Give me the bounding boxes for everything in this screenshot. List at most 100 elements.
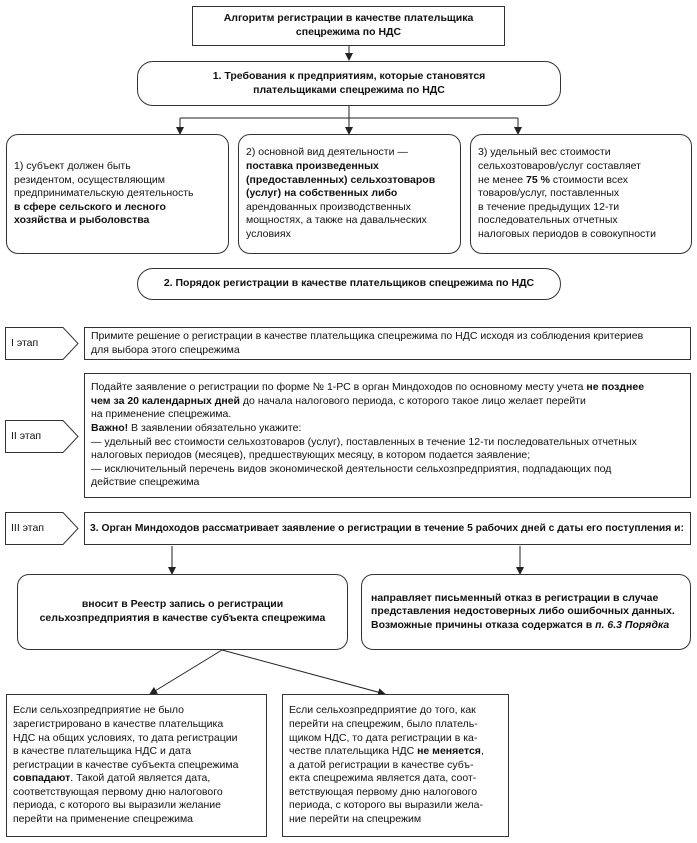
stage2-line1: Подайте заявление о регистрации по форме… — [91, 381, 684, 395]
stage3-text: 3. Орган Миндоходов рассматривает заявле… — [90, 522, 684, 534]
requirement-2: 2) основной вид деятельности — поставка … — [238, 134, 461, 254]
req2-line7: условиях — [246, 227, 291, 240]
stage2-line2: чем за 20 календарных дней до начала нал… — [91, 395, 684, 409]
stage-2-content: Подайте заявление о регистрации по форме… — [84, 373, 691, 498]
stage2-deadline-a: не позднее — [586, 381, 645, 394]
req3-line7: налоговых периодов в совокупности — [478, 227, 656, 240]
req3-line1: 3) удельный вес стоимости — [478, 146, 611, 159]
case-right-line9: ние перейти на спецрежим — [289, 813, 422, 826]
stage2-line8: действие спецрежима — [91, 476, 200, 489]
stage2-line4-b: В заявлении обязательно укажите: — [128, 421, 302, 434]
stage-3-label: III этап — [5, 512, 79, 545]
outcome-right-line3-a: Возможные причины отказа содержатся в — [371, 618, 596, 631]
case-left-line2: зарегистрировано в качестве плательщика — [13, 717, 224, 730]
case-left-line9: перейти на применение спецрежима — [13, 813, 194, 826]
stage2-line7: — исключительный перечень видов экономич… — [91, 462, 612, 475]
case-right-line4: честве плательщика НДС не меняется, — [289, 745, 502, 759]
req1-line1: 1) субъект должен быть — [14, 160, 131, 173]
stage2-line4: Важно! В заявлении обязательно укажите: — [91, 422, 684, 436]
stage2-line1-a: Подайте заявление о регистрации по форме… — [91, 381, 587, 394]
case-right-line2: перейти на спецрежим, было платель- — [289, 717, 478, 730]
case-left-line5: регистрации в качестве субъекта спецрежи… — [13, 758, 239, 771]
req1-line5: хозяйства и рыболовства — [14, 214, 150, 227]
stage2-deadline-b: чем за 20 календарных дней — [91, 394, 241, 407]
req2-line6: мощностях, а также на давальческих — [246, 214, 427, 227]
case-left-line6-b: . Такой датой является дата, — [70, 772, 211, 785]
case-left-line1: Если сельхозпредприятие не было — [13, 704, 185, 717]
requirement-1: 1) субъект должен быть резидентом, осуще… — [6, 134, 229, 254]
req2-line1: 2) основной вид деятельности — — [246, 146, 408, 159]
req3-line4: товаров/услуг, поставленных — [478, 187, 620, 200]
case-left-line6: совпадают. Такой датой является дата, — [13, 772, 260, 786]
stage2-line3: на применение спецрежима. — [91, 408, 232, 421]
req3-line3: не менее 75 % стоимости всех — [478, 174, 684, 188]
req1-line3: предпринимательскую деятельность — [14, 187, 194, 200]
stage-2-text: II этап — [11, 429, 42, 442]
case-right-unchanged: не меняется — [417, 745, 481, 758]
outcome-refusal: направляет письменный отказ в регистраци… — [361, 574, 691, 650]
case-right-line8: периода, с которого вы выразили жела- — [289, 799, 483, 812]
case-left-coincide: совпадают — [13, 772, 71, 785]
case-was-vat-payer: Если сельхозпредприятие до того, как пер… — [282, 694, 509, 837]
outcome-left-line2: сельхозпредприятия в качестве субъекта с… — [39, 612, 326, 624]
stage2-line5: — удельный вес стоимости сельхозтоваров … — [91, 435, 637, 448]
stage-1-text: I этап — [11, 336, 39, 349]
case-left-line7: соответствующая первому дню налогового — [13, 785, 223, 798]
stage-2-label: II этап — [5, 420, 79, 453]
req2-line3: (предоставленных) сельхозтоваров — [246, 173, 436, 186]
stage-3-content: 3. Орган Миндоходов рассматривает заявле… — [84, 512, 691, 545]
req3-line5: в течение предыдущих 12-ти — [478, 200, 620, 213]
outcome-right-line2: представления недостоверных либо ошибочн… — [371, 605, 675, 618]
stage-1-label: I этап — [5, 327, 79, 360]
section2-text: 2. Порядок регистрации в качестве плател… — [163, 277, 535, 290]
case-left-line8: периода, с которого вы выразили желание — [13, 799, 221, 812]
case-left-line3: НДС на общих условиях, то дата регистрац… — [13, 731, 238, 744]
section2-header: 2. Порядок регистрации в качестве плател… — [137, 268, 561, 300]
outcome-left-line1: вносит в Реестр запись о регистрации — [81, 598, 284, 611]
req3-line3-c: стоимости всех — [549, 173, 628, 186]
req3-line3-a: не менее — [478, 173, 527, 186]
title-line2: спецрежима по НДС — [295, 26, 402, 38]
stage-3-text: III этап — [11, 521, 45, 534]
section1-line2: плательщиками спецрежима по НДС — [253, 83, 445, 96]
outcome-right-line3: Возможные причины отказа содержатся в п.… — [371, 619, 681, 633]
case-right-line5: а датой регистрации в качестве субъ- — [289, 758, 474, 771]
req2-line4: (услуг) на собственных либо — [246, 187, 398, 200]
case-not-vat-payer: Если сельхозпредприятие не было зарегист… — [6, 694, 267, 837]
case-left-line4: в качестве плательщика НДС и дата — [13, 745, 192, 758]
arrow-to-case-right — [221, 649, 386, 697]
diagram-title: Алгоритм регистрации в качестве плательщ… — [192, 6, 505, 46]
req1-line4: в сфере сельского и лесного — [14, 200, 166, 213]
req2-line2: поставка произведенных — [246, 160, 379, 173]
outcome-right-reference: п. 6.3 Порядка — [595, 618, 670, 631]
req3-percent: 75 % — [526, 173, 550, 186]
case-right-line3: щиком НДС, то дата регистрации в ка- — [289, 731, 478, 744]
stage-2-arrow-shape — [5, 420, 79, 453]
stage2-line6: налоговых периодов (месяцев), предшеству… — [91, 449, 531, 462]
section1-line1: 1. Требования к предприятиям, которые ст… — [212, 69, 486, 82]
requirement-3: 3) удельный вес стоимости сельхозтоваров… — [470, 134, 692, 254]
title-line1: Алгоритм регистрации в качестве плательщ… — [223, 12, 474, 25]
req3-line2: сельхозтоваров/услуг составляет — [478, 160, 641, 173]
req1-line2: резидентом, осуществляющим — [14, 173, 165, 186]
arrow-to-case-left — [149, 649, 223, 695]
stage-1-arrow-shape — [5, 327, 79, 360]
stage-1-content: Примите решение о регистрации в качестве… — [84, 327, 691, 360]
stage1-line2: для выбора этого спецрежима — [91, 343, 240, 356]
stage2-important: Важно! — [91, 421, 129, 434]
stage2-line2-b: до начала налогового периода, с которого… — [240, 394, 586, 407]
case-right-line4-c: , — [480, 745, 484, 758]
section1-header: 1. Требования к предприятиям, которые ст… — [137, 61, 561, 106]
case-right-line1: Если сельхозпредприятие до того, как — [289, 704, 476, 717]
outcome-right-line1: направляет письменный отказ в регистраци… — [371, 591, 659, 604]
case-right-line4-a: честве плательщика НДС — [289, 745, 418, 758]
outcome-register: вносит в Реестр запись о регистрации сел… — [17, 574, 348, 650]
stage1-line1: Примите решение о регистрации в качестве… — [91, 329, 644, 342]
stage-3-arrow-shape — [5, 512, 79, 545]
req3-line6: последовательных отчетных — [478, 214, 618, 227]
req2-line5: арендованных производственных — [246, 200, 411, 213]
case-right-line7: ветствующая первому дню налогового — [289, 785, 478, 798]
case-right-line6: екта спецрежима является дата, соот- — [289, 772, 477, 785]
